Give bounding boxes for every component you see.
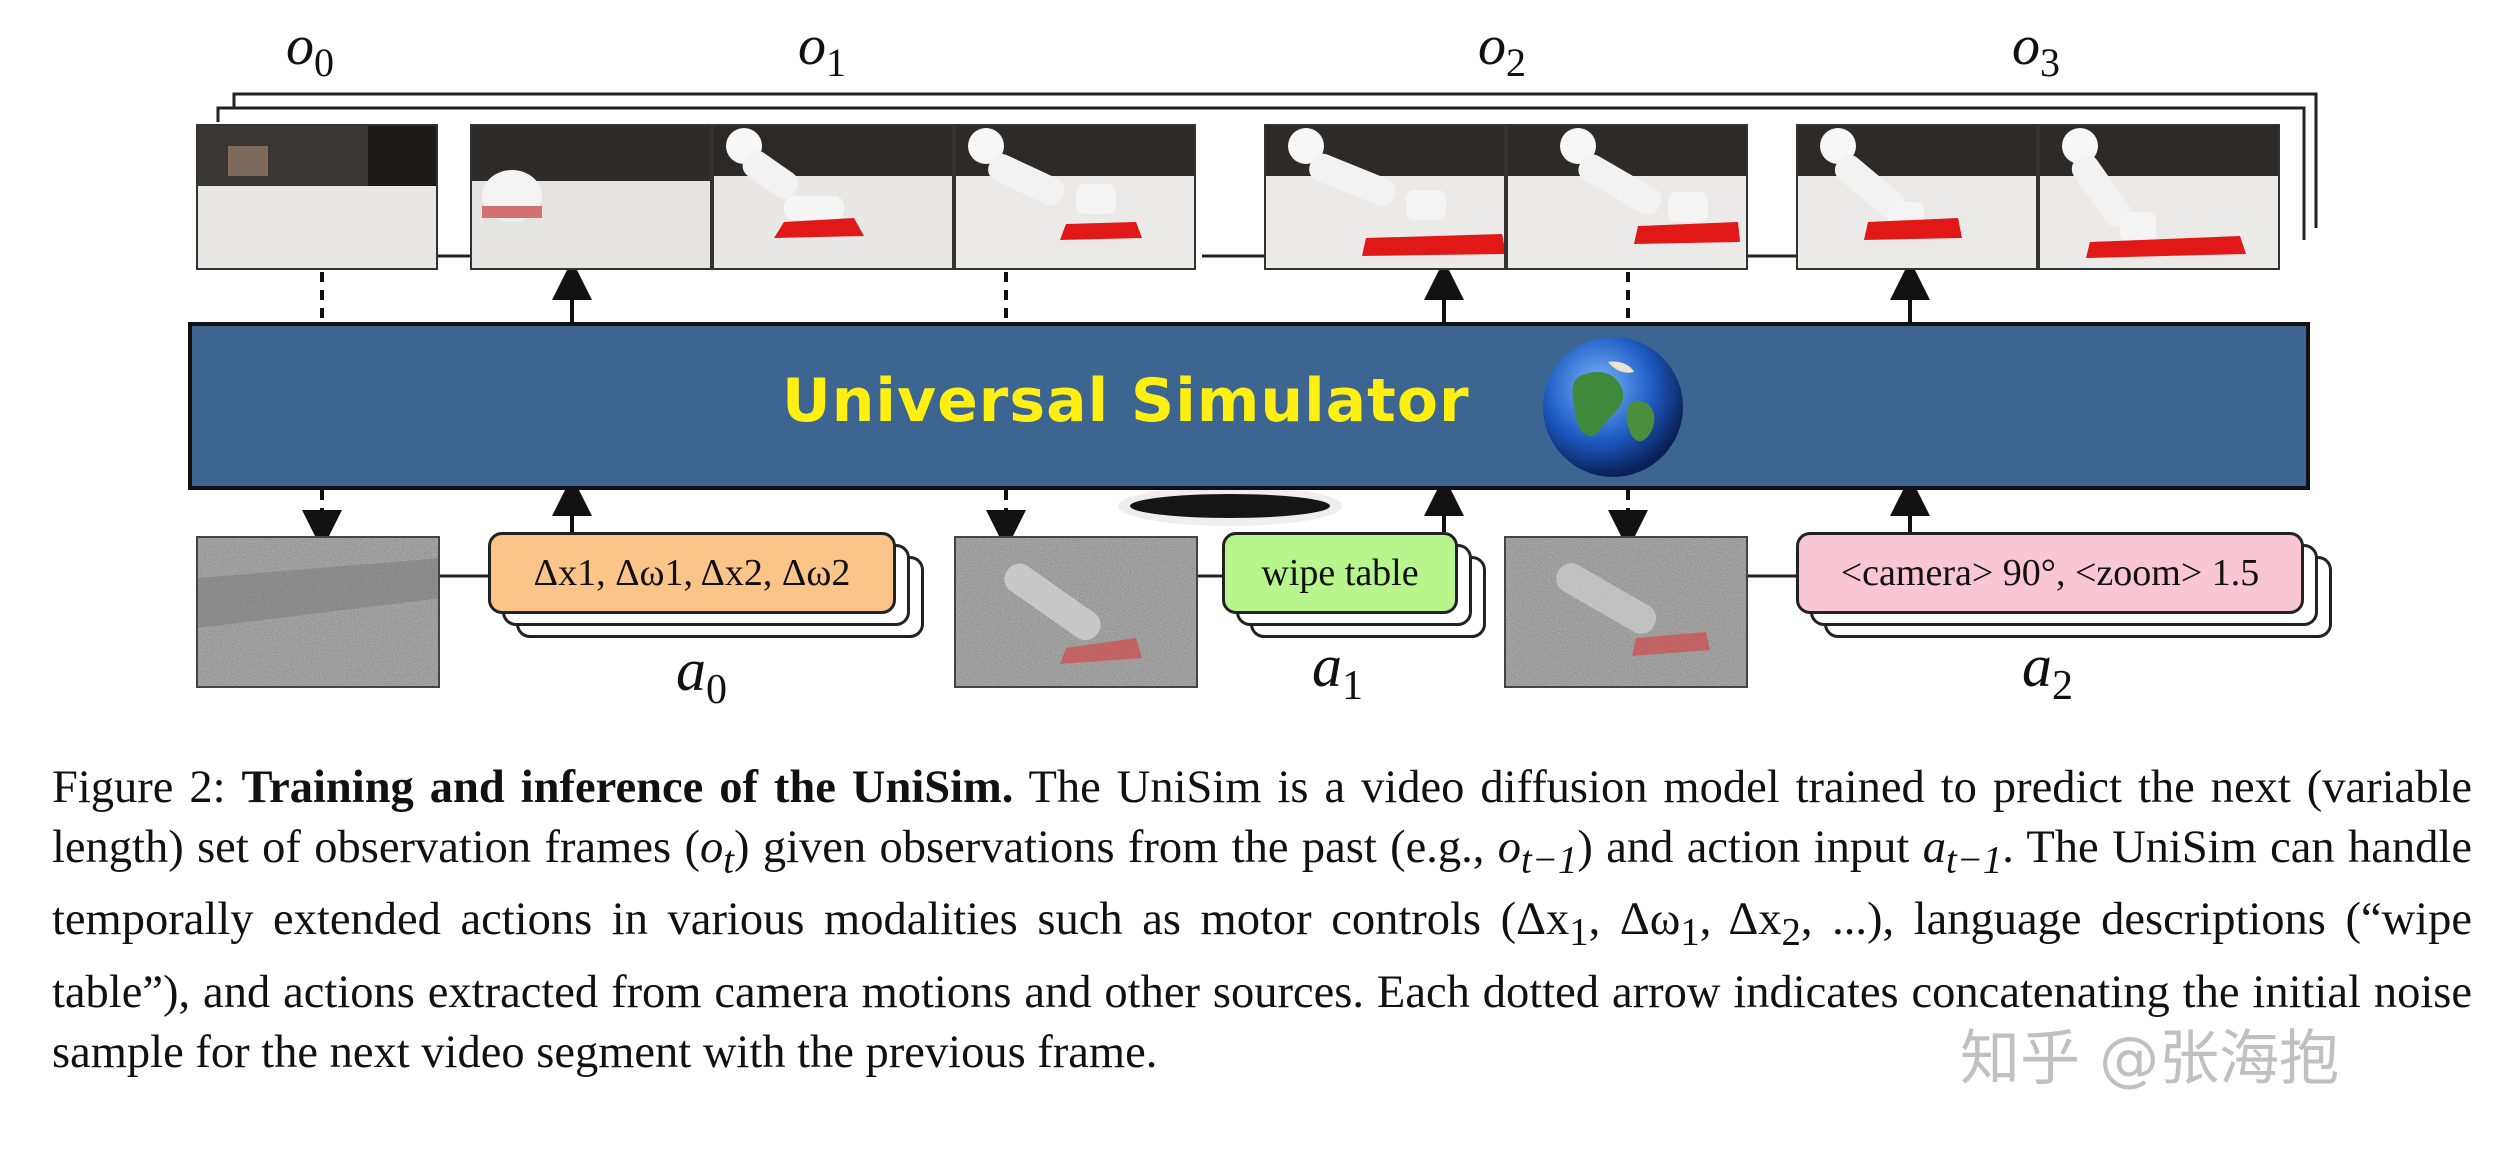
- monitor-stand: [1118, 486, 1342, 526]
- frame-o0: [196, 124, 438, 270]
- simulator-title: Universal Simulator: [782, 366, 1470, 436]
- noise-sample-0: [196, 536, 440, 688]
- action-label-a0: a0: [676, 637, 727, 713]
- frame-o1-c: [954, 124, 1196, 270]
- action-a0-card: Δx1, Δω1, Δx2, Δω2: [488, 532, 896, 614]
- noise-sample-1: [954, 536, 1198, 688]
- caption-text-3: ) and action input: [1577, 822, 1923, 873]
- frame-o2-b: [1506, 124, 1748, 270]
- figure-caption: Figure 2: Training and inference of the …: [52, 758, 2472, 1083]
- caption-sub-1: 1: [1569, 910, 1589, 954]
- frame-o3-a: [1796, 124, 2038, 270]
- caption-bold-title: Training and inference of the UniSim.: [241, 762, 1014, 813]
- watermark: 知乎 @张海抱: [1960, 1024, 2340, 1094]
- frame-o1-a: [470, 124, 712, 270]
- universal-simulator-box: Universal Simulator: [188, 322, 2310, 490]
- obs-label-o2: o2: [1478, 15, 1526, 86]
- action-stack-a1: wipe table: [1222, 532, 1488, 644]
- action-stack-a2: <camera> 90°, <zoom> 1.5: [1796, 532, 2336, 644]
- obs-label-o0: o0: [286, 15, 334, 86]
- figure: o0 o1 o2 o3: [188, 15, 2336, 713]
- obs-label-o1: o1: [798, 15, 846, 86]
- action-a2-card: <camera> 90°, <zoom> 1.5: [1796, 532, 2304, 614]
- action-label-a1: a1: [1312, 633, 1363, 709]
- caption-text-4: . The UniSim can handle temporally exten…: [52, 822, 2472, 946]
- caption-sub-3: 2: [1781, 910, 1801, 954]
- caption-text-2: ) given observations from the past (e.g.…: [733, 822, 1498, 873]
- caption-math-atm1: at−1: [1922, 822, 2003, 882]
- caption-mc-mid-2: , Δx: [1699, 894, 1782, 946]
- caption-mc-mid-1: , Δω: [1588, 894, 1681, 946]
- caption-prefix: Figure 2:: [52, 762, 242, 813]
- frame-o3-b: [2038, 124, 2280, 270]
- action-stack-a0: Δx1, Δω1, Δx2, Δω2: [488, 532, 928, 644]
- action-a1-card: wipe table: [1222, 532, 1458, 614]
- connector-layer: [216, 92, 2318, 578]
- caption-text-1: The UniSim is a video diffusion model tr…: [52, 762, 2473, 873]
- obs-label-o3: o3: [2012, 15, 2060, 86]
- caption-math-otm1: ot−1: [1497, 822, 1578, 882]
- globe-icon: [1543, 337, 1683, 477]
- noise-sample-2: [1504, 536, 1748, 688]
- caption-sub-2: 1: [1680, 910, 1700, 954]
- frame-o2-a: [1264, 124, 1506, 270]
- caption-math-ot: ot: [699, 822, 734, 882]
- action-label-a2: a2: [2022, 633, 2073, 709]
- frame-o1-b: [712, 124, 954, 270]
- caption-text-5: , ...), language descriptions (“wipe tab…: [52, 894, 2472, 1078]
